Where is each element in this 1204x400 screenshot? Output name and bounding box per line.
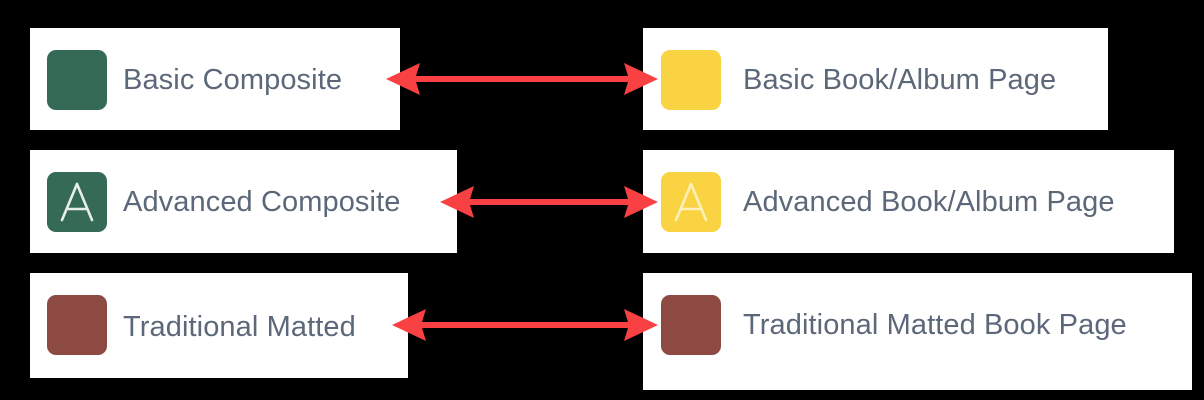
double-headed-arrow-row-1	[386, 62, 658, 96]
maroon-rounded-square-icon	[47, 295, 107, 355]
card-label: Basic Book/Album Page	[743, 64, 1057, 96]
green-rounded-square-letter-a-icon	[47, 172, 107, 232]
double-headed-arrow-row-3	[392, 308, 658, 342]
yellow-rounded-square-letter-a-icon	[661, 172, 721, 232]
card-advanced-book-album-page[interactable]: Advanced Book/Album Page	[643, 150, 1174, 253]
card-label: Traditional Matted	[123, 311, 356, 343]
letter-a-glyph	[674, 182, 708, 222]
card-label: Traditional Matted Book Page	[743, 309, 1127, 341]
letter-a-glyph	[60, 182, 94, 222]
card-traditional-matted[interactable]: Traditional Matted	[30, 273, 408, 378]
card-label: Advanced Composite	[123, 186, 401, 218]
card-label: Advanced Book/Album Page	[743, 186, 1115, 218]
card-basic-composite[interactable]: Basic Composite	[30, 28, 400, 130]
green-rounded-square-icon	[47, 50, 107, 110]
maroon-rounded-square-icon	[661, 295, 721, 355]
double-headed-arrow-row-2	[440, 185, 658, 219]
card-traditional-matted-book-page[interactable]: Traditional Matted Book Page	[643, 273, 1192, 390]
card-basic-book-album-page[interactable]: Basic Book/Album Page	[643, 28, 1108, 130]
yellow-rounded-square-icon	[661, 50, 721, 110]
card-label: Basic Composite	[123, 64, 343, 96]
card-advanced-composite[interactable]: Advanced Composite	[30, 150, 457, 253]
